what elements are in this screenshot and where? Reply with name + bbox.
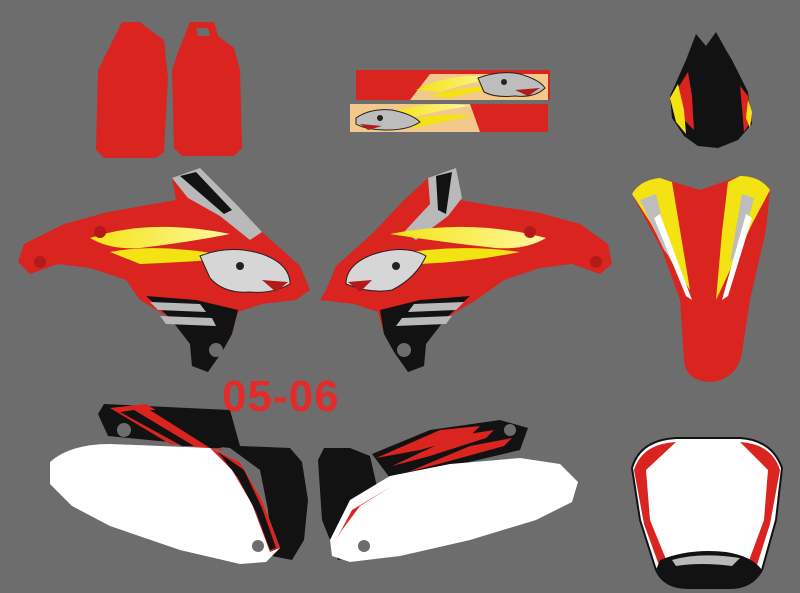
swingarm-decal-bottom — [350, 104, 548, 132]
swingarm-decal-top — [356, 70, 550, 100]
side-number-plate-decal-right — [318, 420, 578, 562]
front-number-plate-decal — [670, 32, 752, 148]
model-year-label: 05-06 — [222, 372, 340, 421]
rear-fender-decal — [630, 437, 784, 589]
fork-guard-decal-right — [172, 22, 242, 156]
front-fender-decal — [632, 176, 770, 382]
fork-guard-decal-left — [96, 22, 168, 158]
side-number-plate-decal-left — [50, 404, 308, 564]
radiator-shroud-decal-right — [320, 168, 612, 372]
radiator-shroud-decal-left — [18, 168, 310, 372]
